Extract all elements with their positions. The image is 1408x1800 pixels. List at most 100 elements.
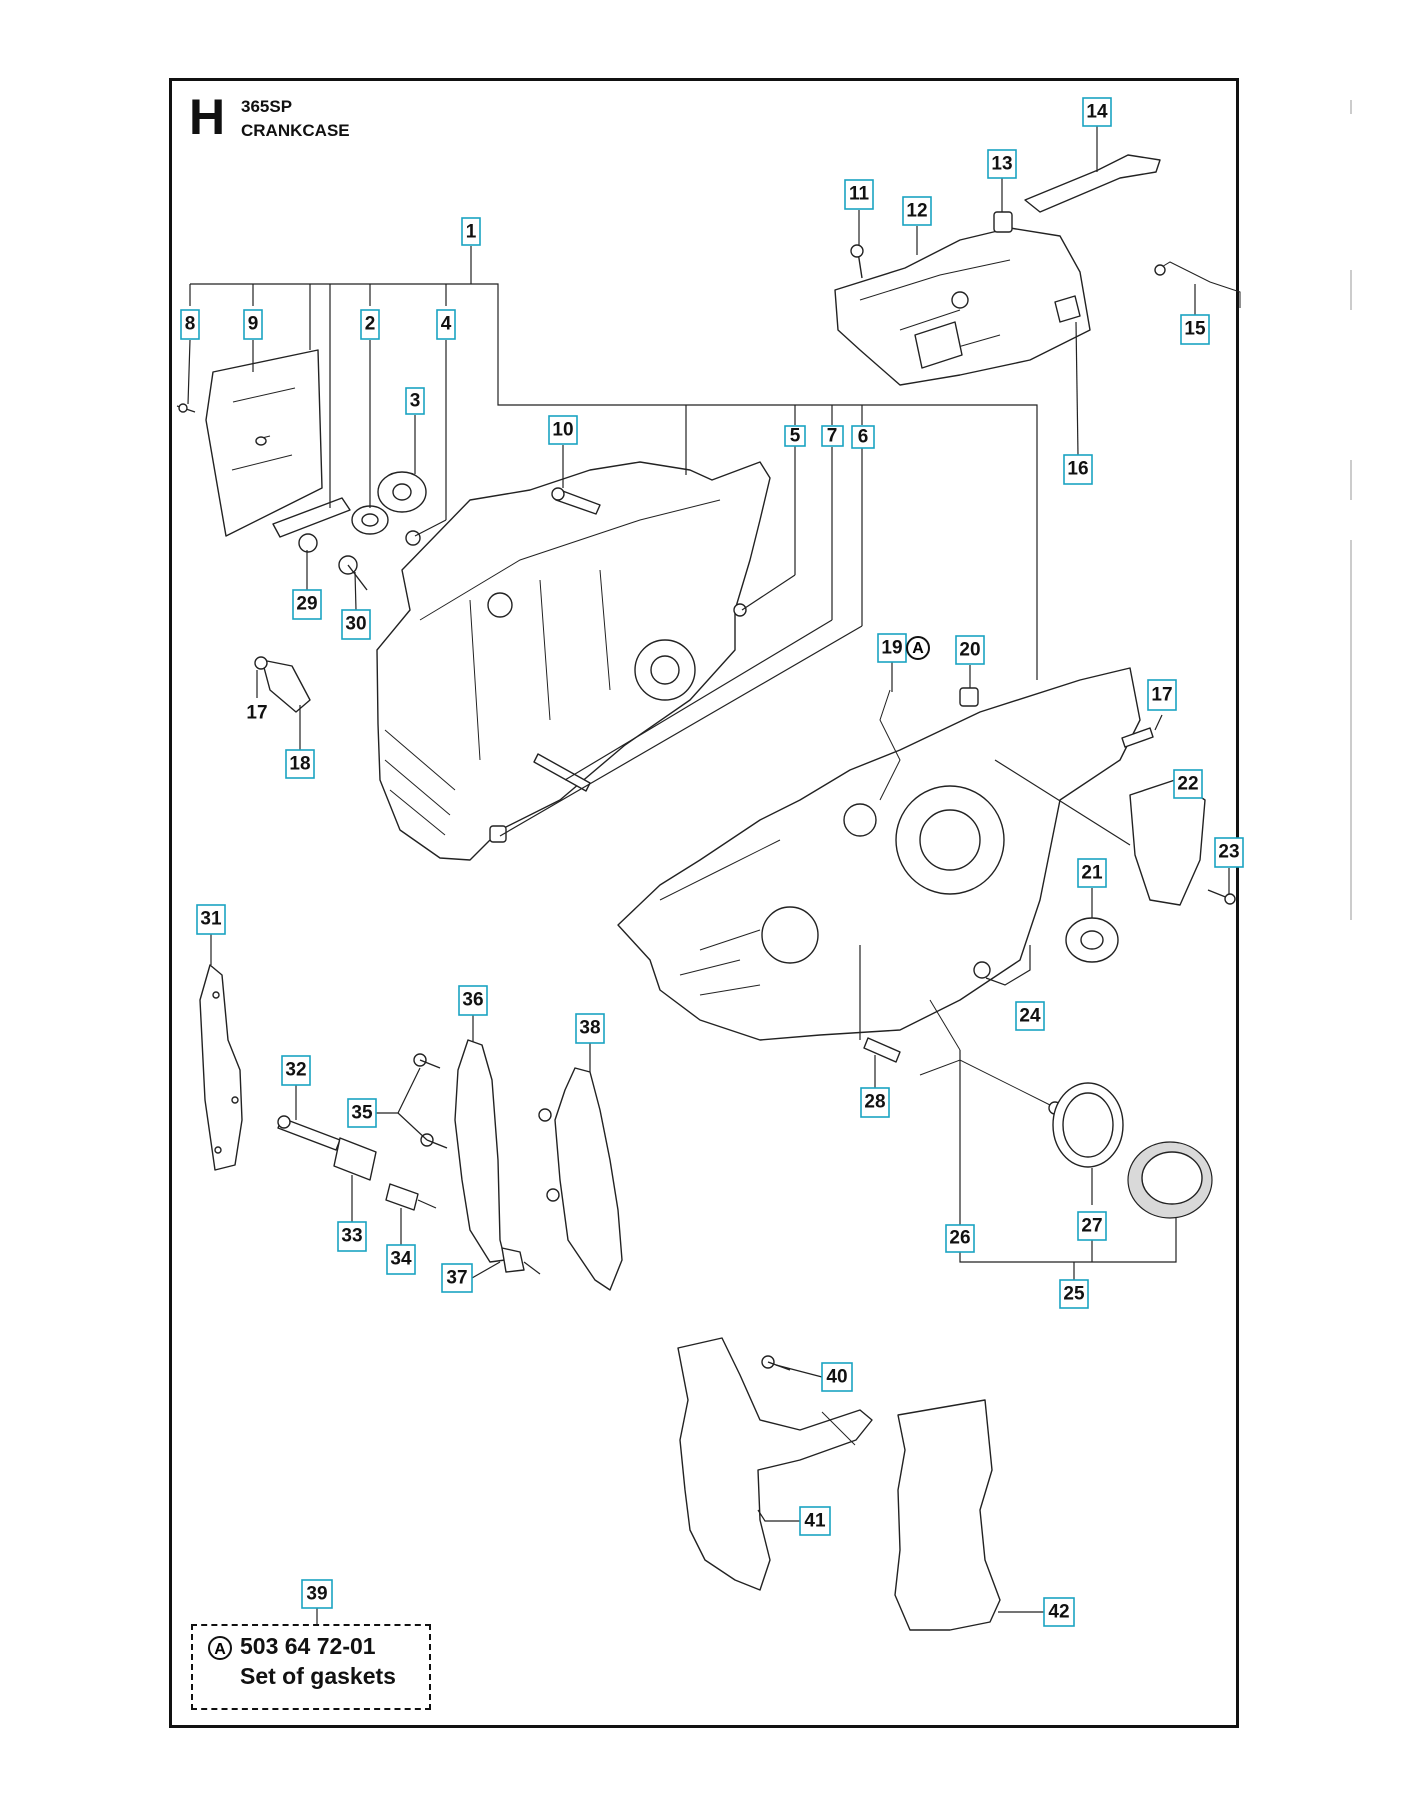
callout-16: 16 — [1063, 454, 1093, 485]
svg-text:18: 18 — [289, 754, 310, 775]
callout-10: 10 — [548, 415, 578, 445]
callout-24: 24 — [1015, 1001, 1045, 1031]
margin-tick — [1350, 540, 1352, 920]
svg-text:17: 17 — [1151, 685, 1172, 706]
gasket-set-box — [191, 1624, 431, 1710]
svg-text:37: 37 — [446, 1268, 467, 1289]
svg-text:38: 38 — [579, 1018, 600, 1039]
callout-37: 37 — [441, 1263, 473, 1293]
callout-26: 26 — [945, 1224, 975, 1253]
callout-9: 9 — [243, 309, 263, 340]
callout-33: 33 — [337, 1221, 367, 1252]
callout-2: 2 — [360, 309, 380, 340]
callout-labels: 1 2 3 4 5 6 7 8 9 10 11 12 13 14 15 16 1… — [180, 97, 1244, 1627]
gasket-set-part-number: 503 64 72-01 — [240, 1633, 376, 1659]
svg-text:17: 17 — [246, 703, 267, 724]
svg-text:36: 36 — [462, 990, 483, 1011]
callout-34: 34 — [386, 1244, 416, 1275]
svg-text:29: 29 — [296, 594, 317, 615]
callout-15: 15 — [1180, 314, 1210, 345]
svg-text:1: 1 — [466, 222, 477, 243]
svg-text:34: 34 — [390, 1249, 412, 1270]
svg-text:42: 42 — [1048, 1602, 1069, 1623]
callout-7: 7 — [821, 425, 844, 447]
callout-18: 18 — [285, 749, 315, 779]
svg-text:32: 32 — [285, 1060, 306, 1081]
callout-35: 35 — [347, 1098, 377, 1128]
gasket-set-marker: A — [208, 1636, 232, 1660]
svg-text:26: 26 — [949, 1228, 970, 1249]
callout-11: 11 — [844, 179, 874, 210]
svg-text:12: 12 — [906, 201, 927, 222]
svg-text:33: 33 — [341, 1226, 362, 1247]
svg-text:40: 40 — [826, 1367, 847, 1388]
bumper-spike-41 — [677, 1337, 873, 1591]
svg-text:4: 4 — [441, 314, 452, 335]
svg-text:20: 20 — [959, 640, 980, 661]
callout-13: 13 — [987, 149, 1017, 179]
svg-text:5: 5 — [790, 426, 801, 447]
svg-text:13: 13 — [991, 154, 1012, 175]
gasket-set-description: Set of gaskets — [240, 1663, 396, 1689]
svg-text:2: 2 — [365, 314, 376, 335]
bumper-spike-38 — [554, 1067, 623, 1291]
callout-32: 32 — [281, 1055, 311, 1086]
svg-text:25: 25 — [1063, 1284, 1085, 1305]
guide-plate-31 — [199, 964, 243, 1171]
svg-text:19: 19 — [881, 638, 902, 659]
crankcase-left-half — [376, 461, 771, 861]
svg-text:22: 22 — [1177, 774, 1198, 795]
svg-text:28: 28 — [864, 1092, 885, 1113]
callout-22: 22 — [1173, 769, 1203, 799]
callout-29: 29 — [292, 589, 322, 620]
callout-36: 36 — [458, 985, 488, 1016]
diagram-frame — [169, 78, 1239, 1728]
svg-text:11: 11 — [849, 184, 870, 205]
callout-39: 39 — [301, 1579, 333, 1609]
svg-text:16: 16 — [1067, 459, 1088, 480]
callout-23: 23 — [1214, 837, 1244, 868]
callout-5: 5 — [784, 425, 806, 447]
margin-tick — [1350, 460, 1352, 500]
margin-tick — [1350, 100, 1352, 114]
svg-text:35: 35 — [351, 1103, 373, 1124]
leader-lines — [187, 126, 1230, 1624]
callout-17-right: 17 — [1147, 679, 1177, 711]
bumper-spike-36 — [454, 1039, 506, 1263]
svg-text:39: 39 — [306, 1584, 327, 1605]
callout-30: 30 — [341, 609, 371, 640]
model-name: 365SP — [241, 97, 293, 116]
svg-text:3: 3 — [410, 391, 421, 412]
callout-21: 21 — [1077, 858, 1107, 888]
svg-text:8: 8 — [185, 314, 196, 335]
callout-12: 12 — [902, 196, 932, 226]
callout-25: 25 — [1059, 1279, 1089, 1309]
bumper-spike-42 — [894, 1399, 1001, 1631]
callout-1: 1 — [461, 217, 481, 246]
callout-14: 14 — [1082, 97, 1112, 127]
part-drawings — [176, 154, 1241, 1631]
svg-text:24: 24 — [1019, 1006, 1041, 1027]
svg-text:27: 27 — [1081, 1216, 1102, 1237]
svg-text:21: 21 — [1081, 863, 1103, 884]
svg-text:9: 9 — [248, 314, 259, 335]
callout-3: 3 — [405, 387, 425, 415]
callout-4: 4 — [436, 309, 456, 340]
callout-20: 20 — [955, 635, 985, 665]
plain-label-17-left: 17 — [246, 703, 267, 724]
svg-text:10: 10 — [552, 420, 573, 441]
callout-31: 31 — [196, 904, 226, 935]
svg-text:7: 7 — [827, 426, 838, 447]
callout-6: 6 — [851, 425, 875, 449]
callout-42: 42 — [1043, 1597, 1075, 1627]
callout-8: 8 — [180, 309, 200, 340]
callout-41: 41 — [799, 1506, 831, 1536]
section-title: CRANKCASE — [241, 121, 350, 140]
svg-text:15: 15 — [1184, 319, 1206, 340]
svg-text:14: 14 — [1086, 102, 1108, 123]
callout-27: 27 — [1077, 1211, 1107, 1241]
margin-tick — [1350, 270, 1352, 310]
svg-text:41: 41 — [804, 1511, 826, 1532]
section-letter: H — [189, 89, 226, 145]
